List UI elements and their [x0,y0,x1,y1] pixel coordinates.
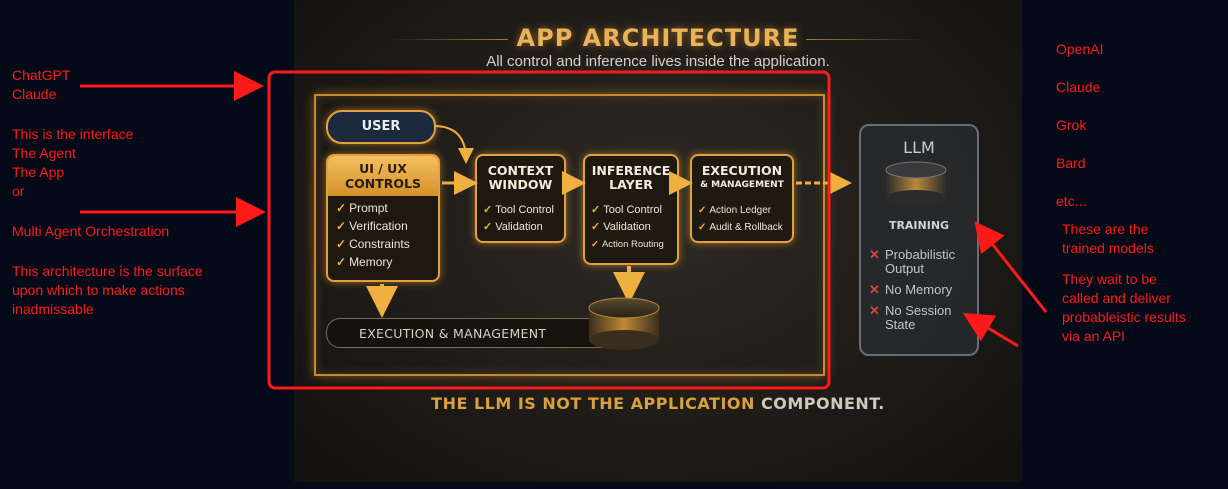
note-or: or [12,183,25,199]
note-api: via an API [1062,328,1126,344]
note-they-wait: They wait to be [1062,271,1157,287]
note-surface: This architecture is the surface [12,263,203,279]
database-icon [588,297,660,350]
note-probableistic: probableistic results [1062,309,1186,325]
left-annotations: ChatGPT Claude This is the interface The… [12,66,262,319]
note-called: called and deliver [1062,290,1171,306]
model-etc: etc... [1056,193,1087,209]
arrow-user-to-context [433,125,474,164]
note-trained-models: trained models [1062,240,1154,256]
llm-database-icon [885,161,947,206]
poster-subtitle: All control and inference lives inside t… [486,53,830,70]
x-icon: ✕ [869,282,880,297]
model-claude: Claude [1056,79,1101,95]
poster-footer: THE LLM IS NOT THE APPLICATION COMPONENT… [431,394,885,413]
x-icon: ✕ [869,303,880,318]
poster-connectors [366,125,947,350]
note-agent: The Agent [12,145,76,161]
model-bard: Bard [1056,155,1086,171]
note-these-are: These are the [1062,221,1149,237]
x-icon: ✕ [869,247,880,262]
model-openai: OpenAI [1056,41,1104,57]
right-annotations: OpenAI Claude Grok Bard etc... These are… [1056,40,1226,346]
title-divider-right [806,39,926,40]
note-app: The App [12,164,65,180]
architecture-poster: APP ARCHITECTURE All control and inferen… [294,0,1022,482]
note-interface: This is the interface [12,126,134,142]
llm-title: LLM [903,138,935,157]
note-upon: upon which to make actions [12,282,185,298]
note-chatgpt: ChatGPT [12,67,71,83]
training-label: TRAINING [888,219,950,232]
list-item: ✕No Memory [869,282,953,297]
note-multi-agent: Multi Agent Orchestration [12,223,170,239]
model-grok: Grok [1056,117,1087,133]
poster-title: APP ARCHITECTURE [516,24,800,52]
note-inadmissable: inadmissable [12,301,94,317]
title-divider-left [388,39,508,40]
note-claude: Claude [12,86,57,102]
